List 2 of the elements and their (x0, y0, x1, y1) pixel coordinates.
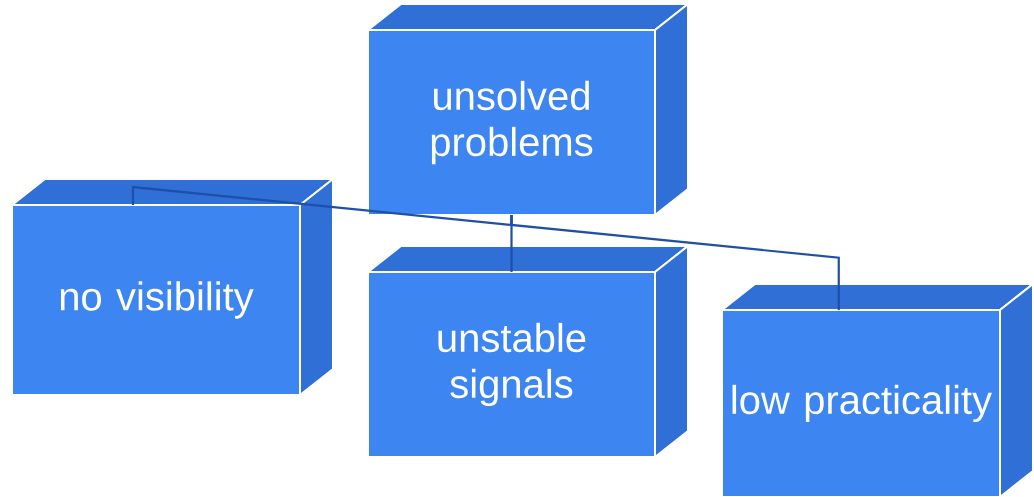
connector-line (131, 185, 513, 227)
connector-line (510, 215, 840, 310)
